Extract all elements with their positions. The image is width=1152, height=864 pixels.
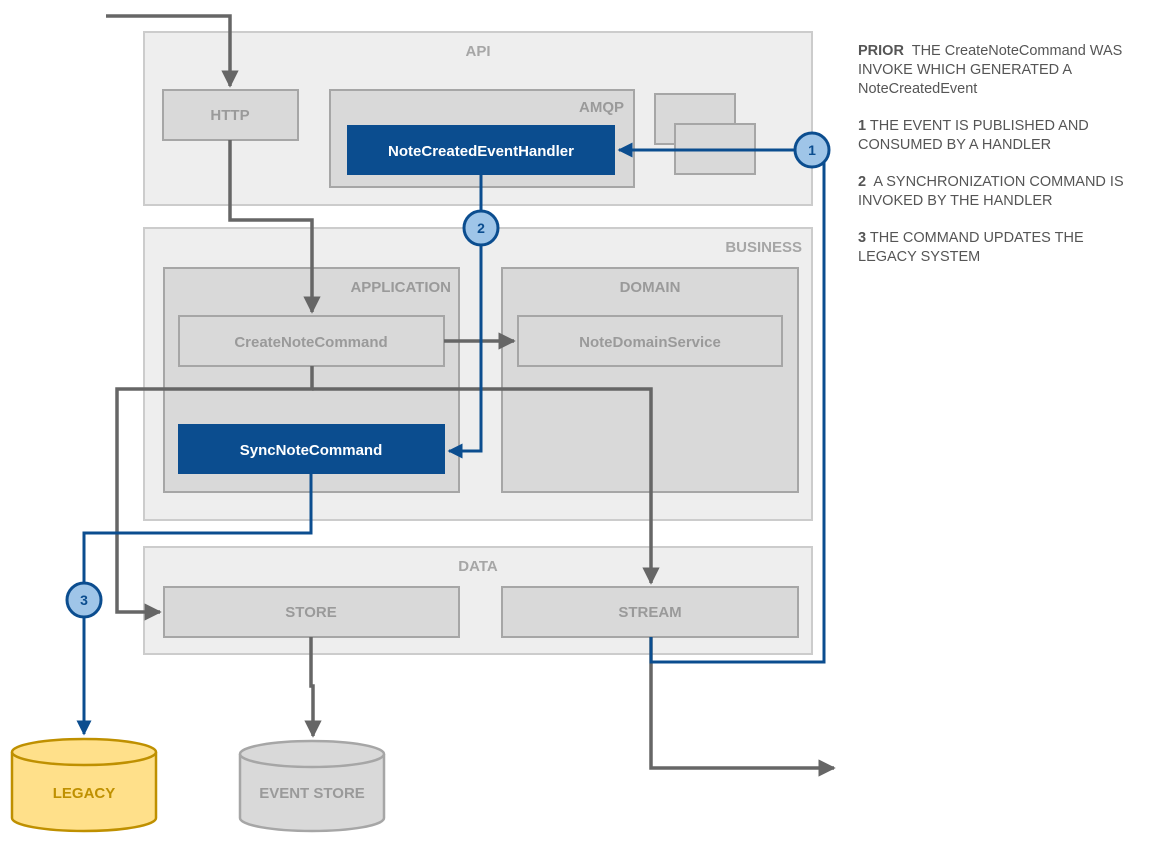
- event-store-label: EVENT STORE: [259, 785, 365, 802]
- step-3-badge: [65, 581, 103, 619]
- note-step-1-number: 1: [858, 118, 867, 134]
- create-note-command-to-stream-connector: [312, 387, 660, 585]
- sync-note-command-box: [178, 424, 445, 474]
- store-label: STORE: [285, 604, 336, 621]
- stream-to-external-connector: [649, 637, 836, 777]
- note-prior-number: PRIOR: [858, 43, 904, 59]
- step-2-badge: [462, 209, 500, 247]
- http-box: [162, 89, 299, 141]
- create-note-command-to-store-connector: [115, 366, 314, 621]
- store-to-event-store-connector: [304, 637, 322, 738]
- event-store-database: [238, 739, 386, 833]
- application-label: APPLICATION: [350, 279, 451, 296]
- stream-box: [501, 586, 799, 638]
- sync-command-to-legacy-blue-connector: [76, 474, 313, 736]
- business-layer-label: BUSINESS: [725, 239, 802, 256]
- handler-to-sync-command-blue-connector: [447, 175, 483, 459]
- note-step-1: 1 THE EVENT IS PUBLISHED AND CONSUMED BY…: [858, 117, 1143, 155]
- store-box: [163, 586, 460, 638]
- note-step-1-text: THE EVENT IS PUBLISHED AND CONSUMED BY A…: [858, 118, 1089, 153]
- step-notes: PRIOR THE CreateNoteCommand WAS INVOKE W…: [858, 42, 1143, 285]
- api-layer-label: API: [465, 43, 490, 60]
- entry-to-http-connector: [106, 14, 239, 88]
- sync-note-command-label: SyncNoteCommand: [240, 442, 383, 459]
- step-1-label: 1: [808, 142, 816, 158]
- domain-label: DOMAIN: [620, 279, 681, 296]
- stream-label: STREAM: [618, 604, 681, 621]
- note-domain-service-label: NoteDomainService: [579, 334, 721, 351]
- note-step-3: 3 THE COMMAND UPDATES THE LEGACY SYSTEM: [858, 229, 1143, 267]
- step-1-badge: [793, 131, 831, 169]
- legacy-label: LEGACY: [53, 785, 116, 802]
- note-prior-text: THE CreateNoteCommand WAS INVOKE WHICH G…: [858, 43, 1123, 97]
- step-2-label: 2: [477, 220, 485, 236]
- note-step-2-text: A SYNCHRONIZATION COMMAND IS INVOKED BY …: [858, 174, 1124, 209]
- create-note-command-label: CreateNoteCommand: [234, 334, 387, 351]
- stream-to-handler-blue-connector: [617, 142, 826, 664]
- note-prior: PRIOR THE CreateNoteCommand WAS INVOKE W…: [858, 42, 1143, 99]
- note-step-2-number: 2: [858, 174, 867, 190]
- note-step-2: 2 A SYNCHRONIZATION COMMAND IS INVOKED B…: [858, 173, 1143, 211]
- note-created-event-handler-box: [347, 125, 615, 175]
- amqp-label: AMQP: [579, 99, 624, 116]
- note-step-3-text: THE COMMAND UPDATES THE LEGACY SYSTEM: [858, 230, 1084, 265]
- legacy-database: [10, 737, 158, 833]
- create-note-command-box: [178, 315, 445, 367]
- note-created-event-handler-label: NoteCreatedEventHandler: [388, 143, 574, 160]
- step-3-label: 3: [80, 592, 88, 608]
- data-layer-label: DATA: [458, 558, 498, 575]
- http-to-create-note-command-connector: [228, 140, 321, 314]
- note-domain-service-box: [517, 315, 783, 367]
- http-label: HTTP: [210, 107, 249, 124]
- note-step-3-number: 3: [858, 230, 867, 246]
